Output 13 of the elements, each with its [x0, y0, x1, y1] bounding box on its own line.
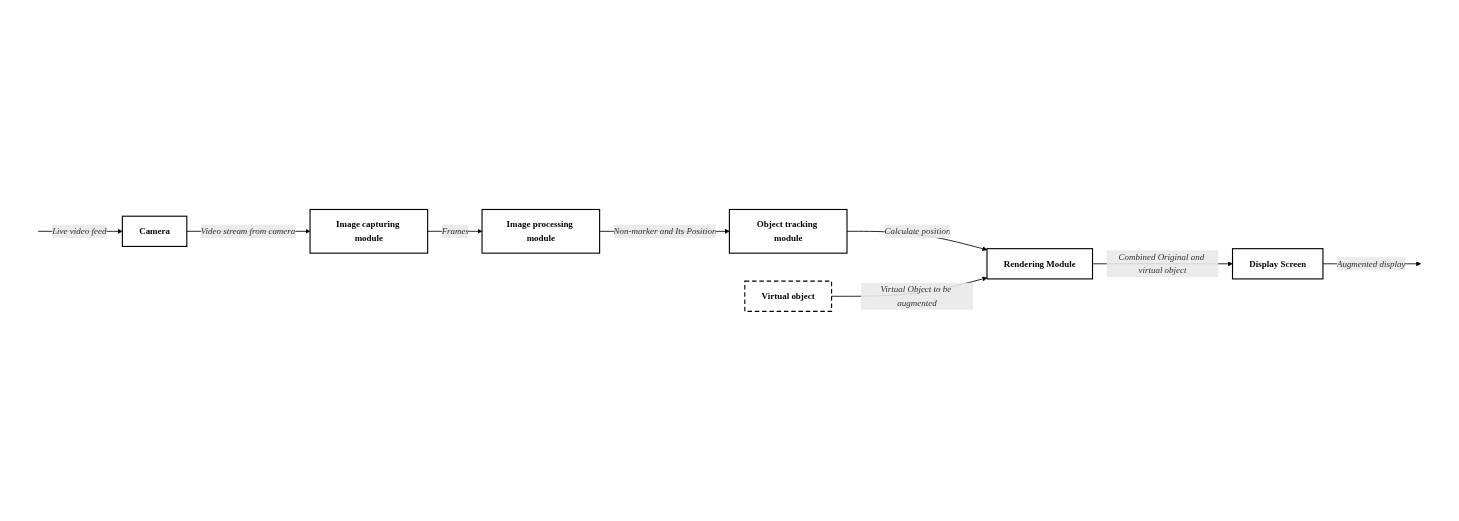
node-box: Rendering Module	[986, 248, 1094, 280]
node-box: Camera	[121, 215, 188, 248]
edge-label: Virtual Object to be augmented	[880, 284, 952, 308]
edge-label: Frames	[441, 226, 470, 236]
node-box: Image capturing module	[309, 209, 429, 254]
node-box: Virtual object	[744, 280, 833, 312]
edge-label: Video stream from camera	[200, 226, 296, 236]
node-box: Display Screen	[1231, 248, 1324, 280]
node-box: Image processing module	[481, 209, 601, 254]
edge-label: Live video feed	[52, 226, 107, 236]
edge-label: Augmented display	[1336, 258, 1406, 269]
edge-label: Combined Original and virtual object	[1118, 252, 1205, 276]
node-box: Object tracking module	[728, 209, 848, 254]
